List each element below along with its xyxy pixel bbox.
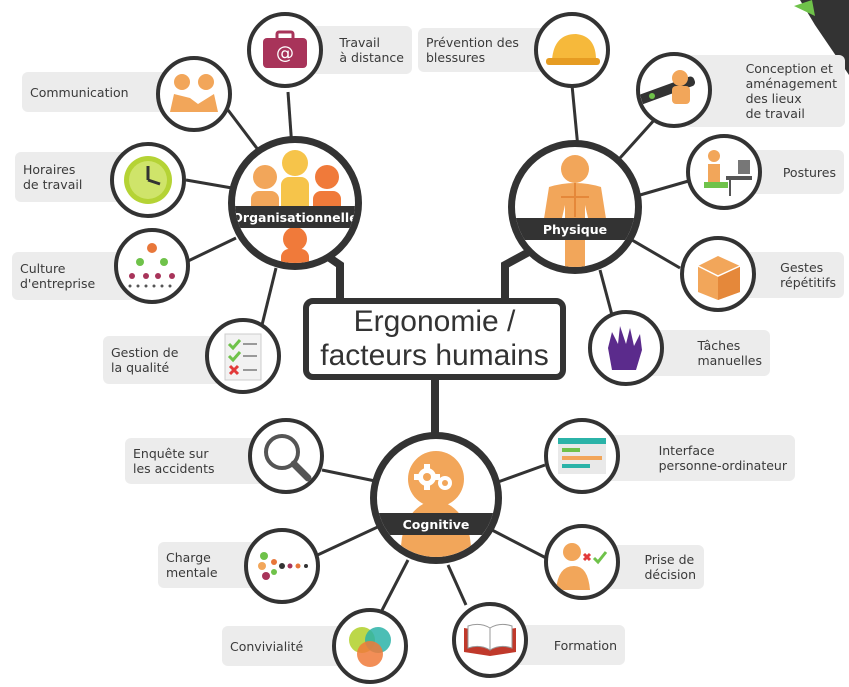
box-icon: [680, 236, 756, 312]
label-hci: Interface personne-ordinateur: [600, 435, 795, 481]
handshake-icon: [156, 56, 232, 132]
screen-interface-icon: [544, 418, 620, 494]
glove-icon: [588, 310, 664, 386]
body-icon: [543, 155, 607, 267]
hub-label-physical: Physique: [515, 218, 635, 240]
workplace-icon: [636, 52, 712, 128]
hub-cognitive: Cognitive: [370, 432, 502, 564]
book-icon: [452, 602, 528, 678]
spoke-workplace: [618, 116, 658, 160]
spoke-repetitive: [631, 238, 681, 270]
checklist-icon: [205, 318, 281, 394]
decision-icon: [544, 524, 620, 600]
clock-icon: [110, 142, 186, 218]
spoke-hci: [497, 463, 546, 484]
spoke-training: [446, 564, 468, 606]
spoke-decision: [491, 528, 551, 562]
corner-accent: [794, 0, 815, 16]
svg-text:@: @: [276, 43, 294, 64]
spoke-manual: [598, 269, 614, 316]
people-group-icon: [251, 150, 341, 263]
spoke-conviviality: [376, 559, 410, 619]
funnel-dots-icon: [244, 528, 320, 604]
title-line-2: facteurs humains: [320, 339, 549, 372]
hub-physical: Physique: [508, 140, 642, 274]
spoke-quality: [260, 267, 278, 326]
remote-work-icon: @: [247, 12, 323, 88]
hub-organisational: Organisationnelle: [228, 136, 362, 270]
org-chart-icon: [114, 228, 190, 304]
gear-head-icon: [400, 451, 472, 557]
hard-hat-icon: [534, 12, 610, 88]
spoke-culture: [185, 236, 237, 264]
spoke-work-hours: [185, 178, 233, 190]
magnifier-icon: [248, 418, 324, 494]
venn-icon: [332, 608, 408, 684]
spoke-postures: [639, 178, 693, 197]
title-line-1: Ergonomie /: [353, 305, 516, 338]
hub-label-organisational: Organisationnelle: [235, 206, 355, 228]
spoke-injury: [570, 84, 580, 149]
hub-label-cognitive: Cognitive: [377, 513, 495, 535]
central-title: Ergonomie / facteurs humains: [303, 298, 566, 380]
spoke-accident: [321, 468, 381, 484]
posture-icon: [686, 134, 762, 210]
